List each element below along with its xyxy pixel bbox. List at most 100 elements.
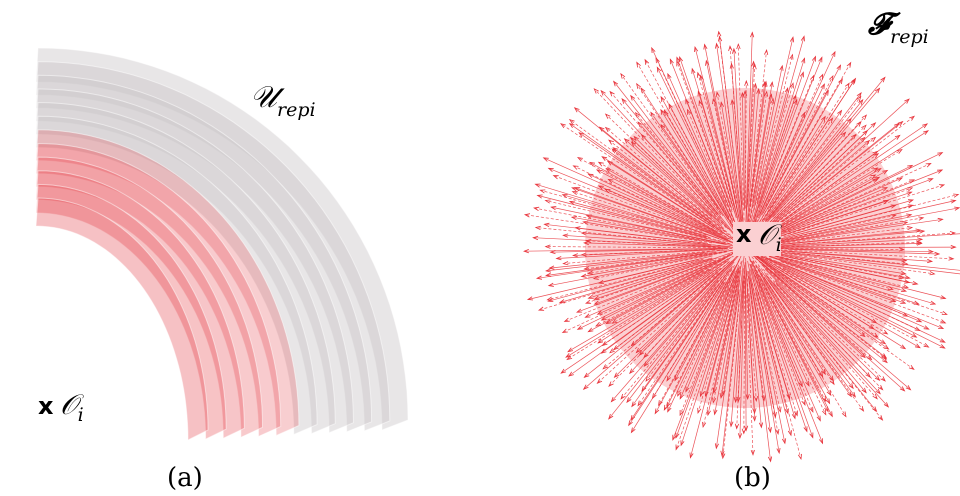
force-vector [757, 251, 906, 292]
force-vector [768, 253, 946, 299]
force-vector-head [660, 123, 666, 130]
force-vector-head [789, 82, 794, 89]
force-vector-head [818, 371, 824, 378]
force-vector-head [861, 124, 867, 131]
force-vector-head [570, 216, 578, 221]
force-vector-head [660, 108, 666, 115]
force-vector [608, 179, 729, 240]
force-vector-head [741, 428, 746, 435]
force-vector [573, 165, 716, 234]
force-vector [596, 169, 721, 236]
force-vector [755, 291, 792, 436]
force-vector [780, 261, 946, 324]
force-vector-head [634, 111, 641, 118]
force-vector [637, 281, 724, 406]
force-vector [748, 276, 771, 433]
force-vector [778, 257, 936, 305]
force-vector [636, 267, 726, 353]
force-vector [760, 259, 915, 370]
force-vector [753, 254, 887, 359]
force-vector-head [821, 115, 826, 122]
force-vector-head [562, 261, 569, 266]
force-vector-head [676, 56, 681, 63]
force-vector-head [539, 189, 546, 194]
force-vector-head [672, 434, 677, 441]
force-vector-head [875, 168, 882, 173]
force-vector [597, 272, 719, 384]
force-vector-head [881, 353, 888, 359]
force-vector [716, 43, 743, 230]
force-vector-head [756, 87, 761, 95]
force-vector-head [758, 422, 764, 429]
force-vector [775, 279, 883, 390]
force-vector-head [685, 98, 690, 105]
force-vector-head [752, 63, 757, 70]
force-vector-head [784, 408, 789, 415]
force-vector-head [698, 99, 703, 107]
force-vector [768, 238, 923, 248]
force-vector [781, 270, 888, 335]
force-vector-head [939, 344, 946, 349]
force-vector-head [537, 306, 545, 311]
force-vector [743, 265, 746, 434]
force-vector [556, 249, 715, 259]
force-vector-head [824, 89, 829, 96]
force-vector [772, 121, 862, 218]
force-vector-head [797, 453, 802, 461]
panel-a-origin-label: 𝒪i [60, 388, 84, 426]
force-vector [749, 81, 767, 207]
force-vector [747, 270, 771, 462]
force-vector-head [602, 364, 609, 370]
force-vector [567, 268, 710, 352]
force-vector [759, 51, 836, 215]
force-vector-head [777, 406, 782, 413]
force-vector [545, 246, 721, 249]
force-vector-head [638, 350, 645, 356]
force-vector [524, 247, 728, 252]
force-vector [753, 58, 805, 220]
force-vector-head [928, 249, 935, 254]
force-vector-head [548, 265, 555, 270]
force-vector-head [600, 316, 607, 321]
force-vector-head [720, 450, 725, 457]
force-vector-head [890, 297, 897, 302]
force-vector-head [829, 74, 834, 81]
force-vector [612, 148, 723, 231]
force-vector [752, 255, 905, 392]
force-vector [594, 259, 715, 305]
force-vector [731, 63, 745, 231]
force-vector [715, 289, 740, 449]
force-vector [748, 292, 762, 428]
force-vector [781, 174, 876, 228]
force-vector-head [904, 279, 911, 284]
force-vector [765, 221, 908, 245]
force-vector-head [598, 126, 605, 132]
force-vector-head [542, 157, 549, 162]
force-vector-head [882, 169, 889, 175]
force-vector-head [820, 83, 825, 90]
force-vector-head [907, 199, 915, 204]
force-vector-head [582, 220, 589, 225]
force-vector [763, 137, 876, 233]
force-vector-head [713, 409, 718, 416]
force-vector-head [954, 206, 960, 211]
force-vector-head [789, 53, 794, 60]
force-vector [761, 140, 870, 234]
force-vector-head [630, 141, 637, 147]
force-vector-head [789, 36, 795, 43]
force-vector-head [837, 109, 843, 116]
force-vector-head [904, 98, 910, 104]
force-vector [583, 221, 701, 242]
force-vector-head [882, 187, 889, 192]
force-vector-head [787, 430, 792, 437]
force-vector [608, 261, 735, 420]
force-vector [607, 161, 724, 235]
force-vector-head [793, 98, 798, 106]
force-vector [588, 173, 735, 244]
force-vector-head [587, 327, 594, 333]
force-vector-head [948, 256, 955, 261]
force-vector [748, 37, 794, 233]
force-vector-head [767, 456, 773, 463]
force-vector-head [706, 410, 711, 417]
force-vector [731, 100, 744, 222]
